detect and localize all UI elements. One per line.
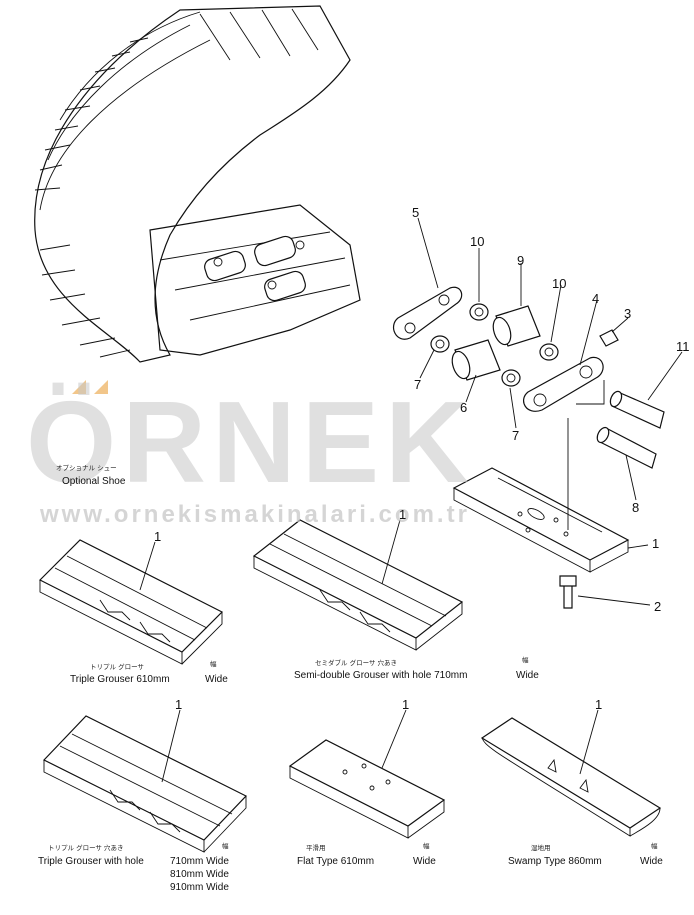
shoe-4-name: Flat Type 610mm bbox=[297, 856, 374, 867]
callout-7a: 7 bbox=[414, 377, 421, 392]
seal-part-7a bbox=[430, 335, 450, 353]
callout-11: 11 bbox=[676, 339, 690, 354]
optional-shoe-jp: オプショナル シュー bbox=[56, 464, 117, 472]
shoe-flat-type-drawing bbox=[288, 739, 446, 839]
bolt-part-2 bbox=[563, 583, 573, 609]
shoe-1-jp-wide: 幅 bbox=[210, 659, 217, 668]
callout-8: 8 bbox=[632, 500, 639, 515]
shoe-2-jp: セミダブル グローサ 穴あき bbox=[315, 658, 397, 667]
shoe-3-name: Triple Grouser with hole bbox=[38, 856, 144, 867]
link-part-5 bbox=[393, 286, 463, 340]
shoe-2-wide: Wide bbox=[516, 670, 539, 681]
shoe-2-name: Semi-double Grouser with hole 710mm bbox=[294, 670, 467, 681]
shoe-3-size-910: 910mm Wide bbox=[170, 882, 229, 893]
shoe-semi-double-drawing bbox=[252, 519, 464, 651]
shoe-1-wide: Wide bbox=[205, 674, 228, 685]
shoe-1-jp: トリプル グローサ bbox=[90, 662, 144, 671]
callout-shoe-1c: 1 bbox=[175, 697, 182, 712]
shoe-4-jp: 平滑用 bbox=[306, 843, 326, 852]
shoe-swamp-type-drawing bbox=[480, 717, 662, 837]
shoe-3-size-810: 810mm Wide bbox=[170, 869, 229, 880]
callout-5: 5 bbox=[412, 205, 419, 220]
shoe-3-jp: トリプル グローサ 穴あき bbox=[48, 843, 124, 852]
callout-10a: 10 bbox=[470, 234, 484, 249]
callout-1: 1 bbox=[652, 536, 659, 551]
shoe-5-wide: Wide bbox=[640, 856, 663, 867]
callout-2: 2 bbox=[654, 599, 661, 614]
callout-3: 3 bbox=[624, 306, 631, 321]
callout-4: 4 bbox=[592, 291, 599, 306]
link-part-4 bbox=[523, 356, 604, 412]
seal-part-7b bbox=[501, 369, 521, 387]
shoe-3-size-710: 710mm Wide bbox=[170, 856, 229, 867]
optional-shoe-label: Optional Shoe bbox=[62, 476, 126, 487]
seal-part-10b bbox=[539, 343, 559, 361]
watermark: ÖRNEK www.ornekismakinalari.com.tr bbox=[26, 377, 475, 528]
callout-numbers: 1 2 3 4 5 6 7 7 8 9 10 10 11 1 1 1 1 1 bbox=[154, 205, 690, 712]
watermark-accent-icon bbox=[72, 380, 108, 394]
shoe-4-wide: Wide bbox=[413, 856, 436, 867]
labels: オプショナル シュー Optional Shoe トリプル グローサ 幅 Tri… bbox=[38, 464, 663, 893]
callout-6: 6 bbox=[460, 400, 467, 415]
exploded-chain-parts bbox=[393, 217, 683, 609]
shoe-triple-grouser-drawing bbox=[38, 539, 224, 665]
shoe-3-jp-wide: 幅 bbox=[222, 841, 229, 850]
shoe-2-jp-wide: 幅 bbox=[522, 655, 529, 664]
callout-shoe-1e: 1 bbox=[595, 697, 602, 712]
shoe-4-jp-wide: 幅 bbox=[423, 841, 430, 850]
shoe-triple-with-hole-drawing bbox=[43, 715, 247, 853]
shoe-5-jp: 湿地用 bbox=[531, 843, 551, 852]
callout-shoe-1d: 1 bbox=[402, 697, 409, 712]
callout-7b: 7 bbox=[512, 428, 519, 443]
nut-part-3 bbox=[599, 329, 619, 347]
watermark-url: www.ornekismakinalari.com.tr bbox=[39, 501, 470, 528]
callout-shoe-1b: 1 bbox=[399, 507, 406, 522]
shoe-5-name: Swamp Type 860mm bbox=[508, 856, 602, 867]
shoe-5-jp-wide: 幅 bbox=[651, 841, 658, 850]
shoe-1-name: Triple Grouser 610mm bbox=[70, 674, 170, 685]
callout-10b: 10 bbox=[552, 276, 566, 291]
track-chain-drawing bbox=[34, 5, 361, 363]
callout-9: 9 bbox=[517, 253, 524, 268]
callout-shoe-1a: 1 bbox=[154, 529, 161, 544]
watermark-brand: ÖRNEK bbox=[26, 377, 475, 507]
seal-part-10a bbox=[469, 303, 489, 321]
